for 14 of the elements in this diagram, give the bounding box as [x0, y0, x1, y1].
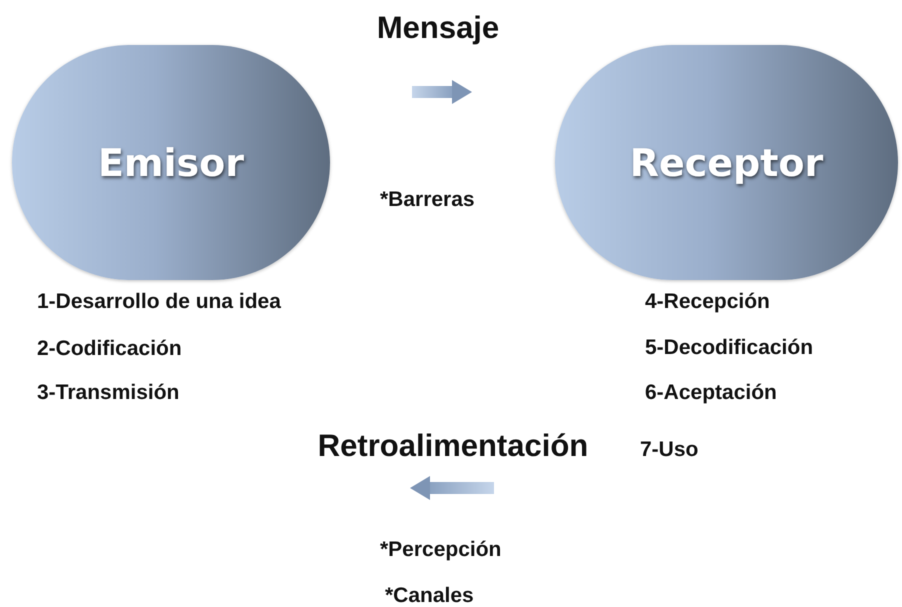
note-text: *Barreras — [380, 188, 475, 212]
note-text: *Canales — [385, 584, 474, 607]
step-text: 6-Aceptación — [645, 381, 777, 405]
step-text: 5-Decodificación — [645, 336, 814, 360]
heading-text: Retroalimentación — [318, 428, 588, 464]
node-title: Receptor — [630, 140, 824, 184]
heading-text: Mensaje — [376, 10, 500, 46]
step-text: 7-Uso — [640, 438, 698, 462]
step-text: 3-Transmisión — [37, 381, 180, 405]
step-text: 1-Desarrollo de una idea — [37, 290, 281, 314]
note-text: *Percepción — [380, 538, 502, 562]
step-text: 4-Recepción — [645, 290, 770, 314]
step-text: 2-Codificación — [37, 337, 182, 361]
node-title: Emisor — [98, 140, 244, 184]
